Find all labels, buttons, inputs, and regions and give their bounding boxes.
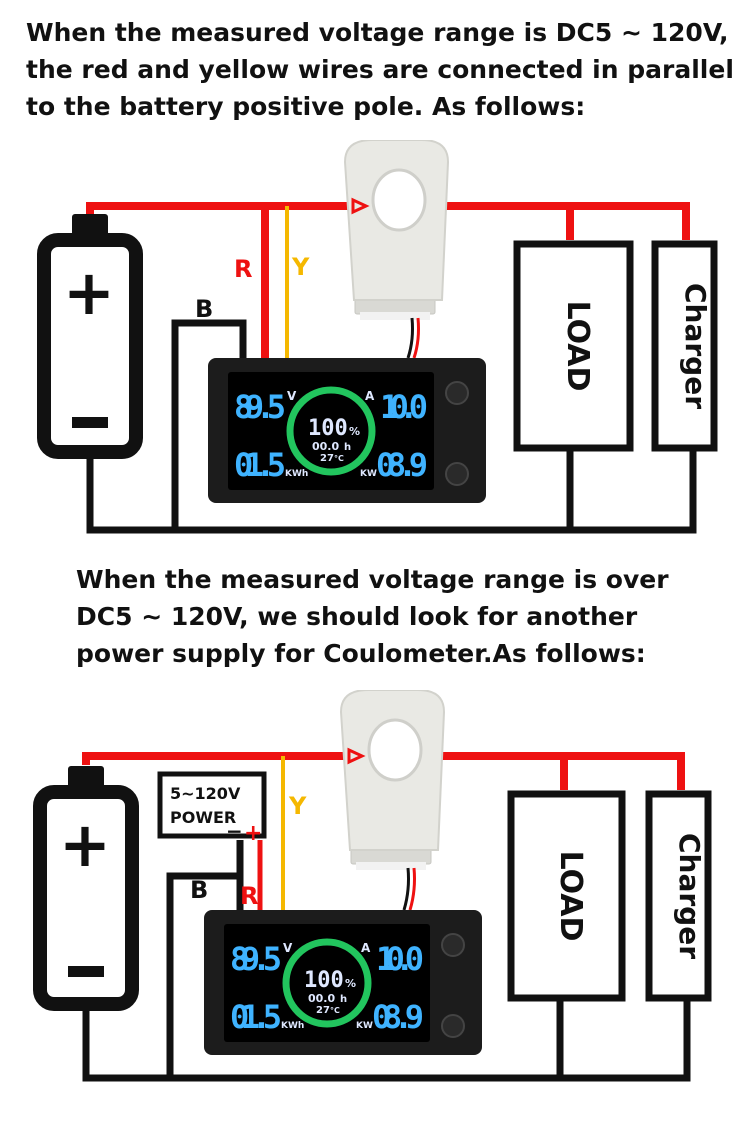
soc-ring: [282, 938, 372, 1028]
meter-button-top[interactable]: [445, 381, 469, 405]
load-label: LOAD: [553, 851, 588, 942]
meter-current: 10.0: [376, 940, 424, 978]
meter-hours: 00.0: [312, 440, 339, 453]
label-black-wire: B: [190, 876, 208, 904]
meter-current-unit: A: [361, 941, 371, 955]
meter-power: 08.9: [376, 446, 428, 484]
label-red-wire: R: [234, 255, 252, 283]
meter-percent: 100: [304, 968, 344, 993]
meter-current: 10.0: [380, 388, 428, 426]
heading-line: the red and yellow wires are connected i…: [26, 55, 734, 84]
load-box: LOAD: [513, 240, 634, 452]
battery-plus-sign: +: [59, 808, 111, 881]
current-sensor: [339, 690, 446, 911]
meter-hours-unit: h: [340, 994, 347, 1005]
load-label: LOAD: [560, 301, 595, 392]
meter-voltage: 89.5: [234, 388, 286, 426]
charger-label: Charger: [679, 283, 712, 409]
meter-voltage: 89.5: [230, 940, 282, 978]
meter-temp: 27: [316, 1005, 330, 1016]
meter-temp-unit: °C: [330, 1006, 340, 1015]
wiring-diagram-separate-power: + 5~120V POWER − + R Y B 89.5 V A 10.0 1…: [33, 690, 712, 1082]
meter-voltage-unit: V: [287, 389, 297, 403]
meter-percent-unit: %: [345, 977, 356, 990]
power-box-line1: 5~120V: [170, 784, 241, 803]
meter-temp: 27: [320, 453, 334, 464]
black-ground-wire: [86, 319, 697, 534]
meter-energy: 01.5: [230, 998, 282, 1036]
meter-percent-unit: %: [349, 425, 360, 438]
battery-minus-sign: [68, 966, 104, 977]
meter-energy: 01.5: [234, 446, 286, 484]
meter-hours-unit: h: [344, 442, 351, 453]
power-box-minus: −: [226, 819, 243, 843]
meter-percent: 100: [308, 416, 348, 441]
meter-button-bottom[interactable]: [441, 1014, 465, 1038]
power-box-plus: +: [244, 821, 262, 846]
meter-power: 08.9: [372, 998, 424, 1036]
meter-voltage-unit: V: [283, 941, 293, 955]
soc-ring: [286, 386, 376, 476]
coulometer-display: 89.5 V A 10.0 100 % 00.0 h 27 °C 01.5 KW…: [204, 910, 482, 1055]
meter-hours: 00.0: [308, 992, 335, 1005]
heading-line: When the measured voltage range is over: [76, 565, 669, 594]
power-box-line2: POWER: [170, 808, 236, 827]
meter-energy-unit: KWh: [281, 1021, 304, 1031]
wiring-diagram-parallel: + R Y B 89.5 V A 10.0 100 % 00.0 h 27 °C…: [37, 140, 718, 534]
charger-label: Charger: [673, 833, 706, 959]
black-ground-wire: [82, 840, 691, 1082]
meter-button-top[interactable]: [441, 933, 465, 957]
battery-icon: +: [37, 214, 143, 459]
heading-separate-power: When the measured voltage range is over …: [76, 561, 669, 672]
label-yellow-wire: Y: [288, 792, 307, 820]
meter-power-unit: KW: [360, 469, 377, 479]
load-box: LOAD: [507, 790, 626, 1002]
meter-energy-unit: KWh: [285, 469, 308, 479]
heading-line: When the measured voltage range is DC5 ~…: [26, 18, 729, 47]
battery-plus-sign: +: [63, 256, 115, 329]
current-sensor: [343, 140, 450, 359]
label-black-wire: B: [195, 295, 213, 323]
heading-line: to the battery positive pole. As follows…: [26, 92, 586, 121]
heading-line: power supply for Coulometer.As follows:: [76, 639, 646, 668]
battery-minus-sign: [72, 417, 108, 428]
heading-line: DC5 ~ 120V, we should look for another: [76, 602, 638, 631]
label-red-wire: R: [240, 882, 258, 910]
coulometer-display: 89.5 V A 10.0 100 % 00.0 h 27 °C 01.5 KW…: [208, 358, 486, 503]
power-supply-box: 5~120V POWER − +: [157, 771, 267, 846]
meter-power-unit: KW: [356, 1021, 373, 1031]
battery-icon: +: [33, 766, 139, 1011]
charger-box: Charger: [645, 790, 712, 1002]
meter-temp-unit: °C: [334, 454, 344, 463]
meter-button-bottom[interactable]: [445, 462, 469, 486]
meter-current-unit: A: [365, 389, 375, 403]
heading-parallel-wiring: When the measured voltage range is DC5 ~…: [26, 14, 734, 125]
charger-box: Charger: [651, 240, 718, 452]
label-yellow-wire: Y: [291, 253, 310, 281]
